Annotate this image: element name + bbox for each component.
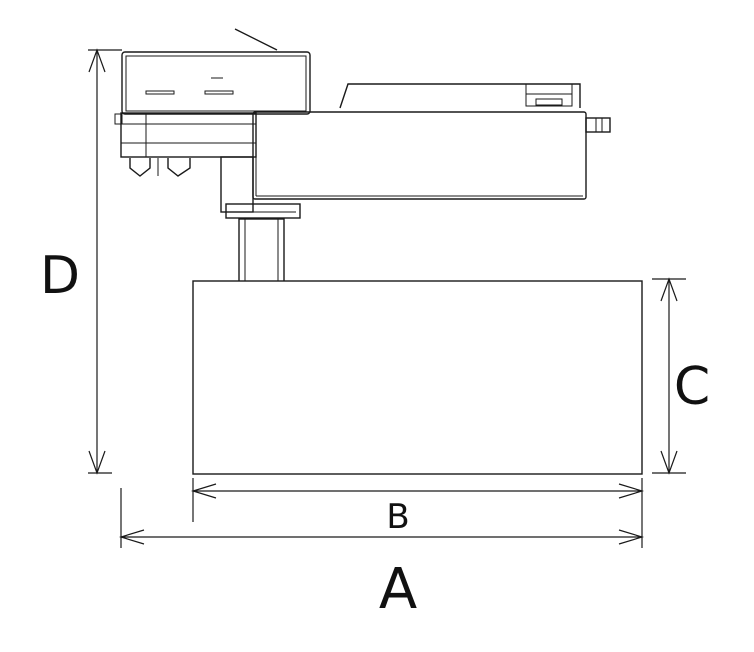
- driver-box: [252, 83, 611, 200]
- lamp-head: [192, 280, 643, 475]
- stem-collar: [225, 203, 301, 219]
- dim-a-arrow-left: [118, 529, 145, 545]
- adapter-lower-body: [120, 112, 257, 158]
- dim-c-arrow-bottom: [660, 450, 678, 475]
- adapter-slot-left: [145, 90, 175, 95]
- driver-connector-pin: [535, 98, 563, 106]
- dim-d-arrow-bottom: [88, 450, 106, 475]
- adapter-inner-frame: [125, 55, 307, 112]
- dimension-b: B: [190, 478, 645, 548]
- adapter-foot-left: [129, 158, 151, 177]
- dim-d-arrow-top: [88, 48, 106, 73]
- dim-a-arrow-right: [618, 529, 645, 545]
- dim-c-label: C: [674, 357, 710, 417]
- dim-a-label: A: [379, 557, 417, 622]
- driver-right-clip: [585, 117, 611, 133]
- adapter-left-tab: [114, 113, 123, 125]
- dimension-a: A: [118, 488, 645, 622]
- adapter-slot-right: [204, 90, 234, 95]
- track-adapter: [114, 28, 311, 177]
- adapter-lever: [234, 28, 278, 51]
- stem-tube: [238, 218, 285, 283]
- driver-top-cap: [339, 83, 581, 109]
- dim-b-arrow-right: [618, 483, 645, 499]
- adapter-foot-right: [167, 158, 191, 177]
- dim-c-arrow-top: [660, 277, 678, 302]
- stem-joint: [220, 156, 301, 283]
- adapter-upper-housing: [121, 51, 311, 115]
- dim-b-arrow-left: [190, 483, 217, 499]
- dimension-c: C: [652, 277, 710, 475]
- dim-d-label: D: [40, 246, 80, 306]
- driver-main-body: [252, 111, 587, 200]
- dimension-d: D: [40, 48, 122, 475]
- driver-connector: [525, 83, 573, 107]
- dim-b-label: B: [386, 497, 409, 537]
